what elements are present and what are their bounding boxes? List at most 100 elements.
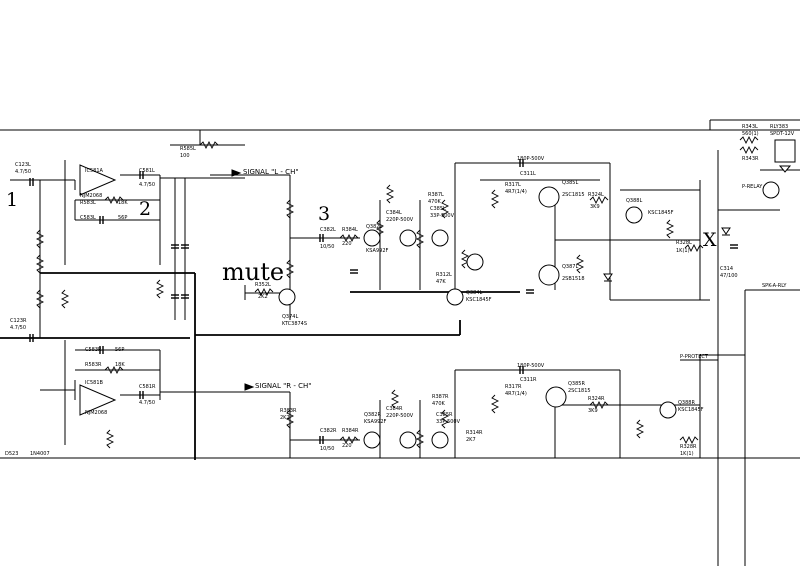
label-r387l-value: 470K (428, 199, 442, 205)
label-r583l: R583L (80, 200, 96, 206)
signal-left-label: SIGNAL "L - CH" (243, 168, 299, 176)
label-r387r: R387R (432, 394, 449, 400)
label-r324l: R324L (588, 192, 604, 198)
label-c-top-lower: 180P-500V (517, 363, 545, 369)
annotation-2: 2 (139, 198, 151, 220)
label-ic581a: IC581A (85, 168, 104, 174)
label-r328l-value: 1K(1) (676, 248, 690, 254)
label-r343l-value: 560(1) (742, 131, 759, 137)
label-c123r-value: 4.7/50 (10, 325, 26, 331)
label-c384r-value: 220P-500V (386, 413, 414, 419)
label-r312l-value: 47K (436, 279, 446, 285)
label-c581l: C581L (139, 168, 155, 174)
annotation-3: 3 (318, 203, 330, 225)
label-q384l-part: KSC1845F (466, 297, 492, 303)
label-c385l: C385L (430, 206, 446, 212)
label-c583l-value: 56P (118, 215, 127, 221)
label-r583r-value: 18K (115, 362, 125, 368)
annotation-1: 1 (6, 189, 18, 211)
label-rly383: RLY383 (770, 124, 788, 130)
label-r317r: R317R (505, 384, 522, 390)
label-spk-a-rly: SPK-A-RLY (762, 283, 787, 289)
label-q388l-part: KSC1845F (648, 210, 674, 216)
label-r317l-value: 4R7(1/4) (505, 189, 527, 195)
label-r352l: R352L (255, 282, 271, 288)
label-c382r-value: 10/50 (320, 446, 334, 452)
label-c314-value: 47/100 (720, 273, 738, 279)
label-c583r-value: 56P (115, 347, 124, 353)
label-ic581b: IC581B (85, 380, 104, 386)
label-r384r-value: 220 (342, 443, 352, 449)
label-c385l-value: 33P-500V (430, 213, 455, 219)
label-c385r: C385R (436, 412, 453, 418)
label-r343l: R343L (742, 124, 758, 130)
label-c384r: C384R (386, 406, 403, 412)
label-c382r: C382R (320, 428, 337, 434)
transistor-symbols (278, 181, 780, 449)
label-c385r-value: 33P-500V (436, 419, 461, 425)
label-r317r-value: 4R7(1/4) (505, 391, 527, 397)
label-q388r: Q388R (678, 400, 695, 406)
label-p-relay: P-RELAY (742, 184, 763, 190)
label-footer-part: 1N4007 (30, 451, 50, 457)
resistor-symbols (35, 135, 759, 449)
label-r383r-value: 2K2 (280, 415, 290, 421)
label-c311r: C311R (520, 377, 537, 383)
label-r384r: R384R (342, 428, 359, 434)
label-c384l: C384L (386, 210, 402, 216)
label-footer-ref: D523 (5, 451, 18, 457)
label-q382r-part: KSA992F (364, 419, 387, 425)
label-c123l: C123L (15, 162, 31, 168)
schematic-wiring (0, 119, 800, 566)
label-c382l-value: 10/50 (320, 244, 334, 250)
label-r352l-value: 2K2 (258, 294, 268, 300)
label-q382r: Q382R (364, 412, 381, 418)
label-rly383-part: SPDT-12V (770, 131, 795, 137)
label-q374l: Q374L (282, 314, 298, 320)
label-c583l: C583L (80, 215, 96, 221)
label-c581l-value: 4.7/50 (139, 182, 155, 188)
label-c581r-value: 4.7/50 (139, 400, 155, 406)
label-r324r: R324R (588, 396, 605, 402)
label-r317l: R317L (505, 182, 521, 188)
capacitor-symbols (29, 159, 738, 444)
label-q382l-part: KSA992F (366, 248, 389, 254)
label-r314r-value: 2K7 (466, 437, 476, 443)
label-c382l: C382L (320, 227, 336, 233)
label-r312l: R312L (436, 272, 452, 278)
annotation-mute: mute (222, 258, 284, 286)
label-c583r: C583R (85, 347, 102, 353)
annotation-x: X (703, 229, 717, 251)
label-r384l: R384L (342, 227, 358, 233)
label-q382l: Q382L (366, 224, 382, 230)
label-q385r: Q385R (568, 381, 585, 387)
label-r328l: R328L (676, 240, 692, 246)
label-c311l: C311L (520, 171, 536, 177)
label-q384l: Q384L (466, 290, 482, 296)
label-r387l: R387L (428, 192, 444, 198)
schematic-components (29, 135, 796, 449)
label-c581r: C581R (139, 384, 156, 390)
label-njm2068-upper: NJM2068 (80, 193, 102, 199)
label-c123l-value: 4.7/50 (15, 169, 31, 175)
label-r343r: R343R (742, 156, 759, 162)
label-c314: C314 (720, 266, 733, 272)
label-c123r: C123R (10, 318, 27, 324)
signal-right-label: SIGNAL "R - CH" (255, 382, 312, 390)
handwritten-annotations: 1 2 3 mute X (6, 189, 717, 286)
label-r314r: R314R (466, 430, 483, 436)
label-q385l: Q385L (562, 180, 578, 186)
label-njm2068-lower: NJM2068 (85, 410, 107, 416)
label-r585l: R585L (180, 146, 196, 152)
label-r328r-value: 1K(1) (680, 451, 694, 457)
label-c-top-upper: 180P-500V (517, 156, 545, 162)
label-q385l-part: 2SC1815 (562, 192, 585, 198)
label-r585l-value: 100 (180, 153, 190, 159)
label-q388r-part: KSC1845F (678, 407, 704, 413)
label-r583l-value: 18K (118, 200, 128, 206)
label-q387l-part: 2SB1518 (562, 276, 585, 282)
label-r324r-value: 3K9 (588, 408, 598, 414)
label-r387r-value: 470K (432, 401, 446, 407)
label-r384l-value: 220 (342, 241, 352, 247)
